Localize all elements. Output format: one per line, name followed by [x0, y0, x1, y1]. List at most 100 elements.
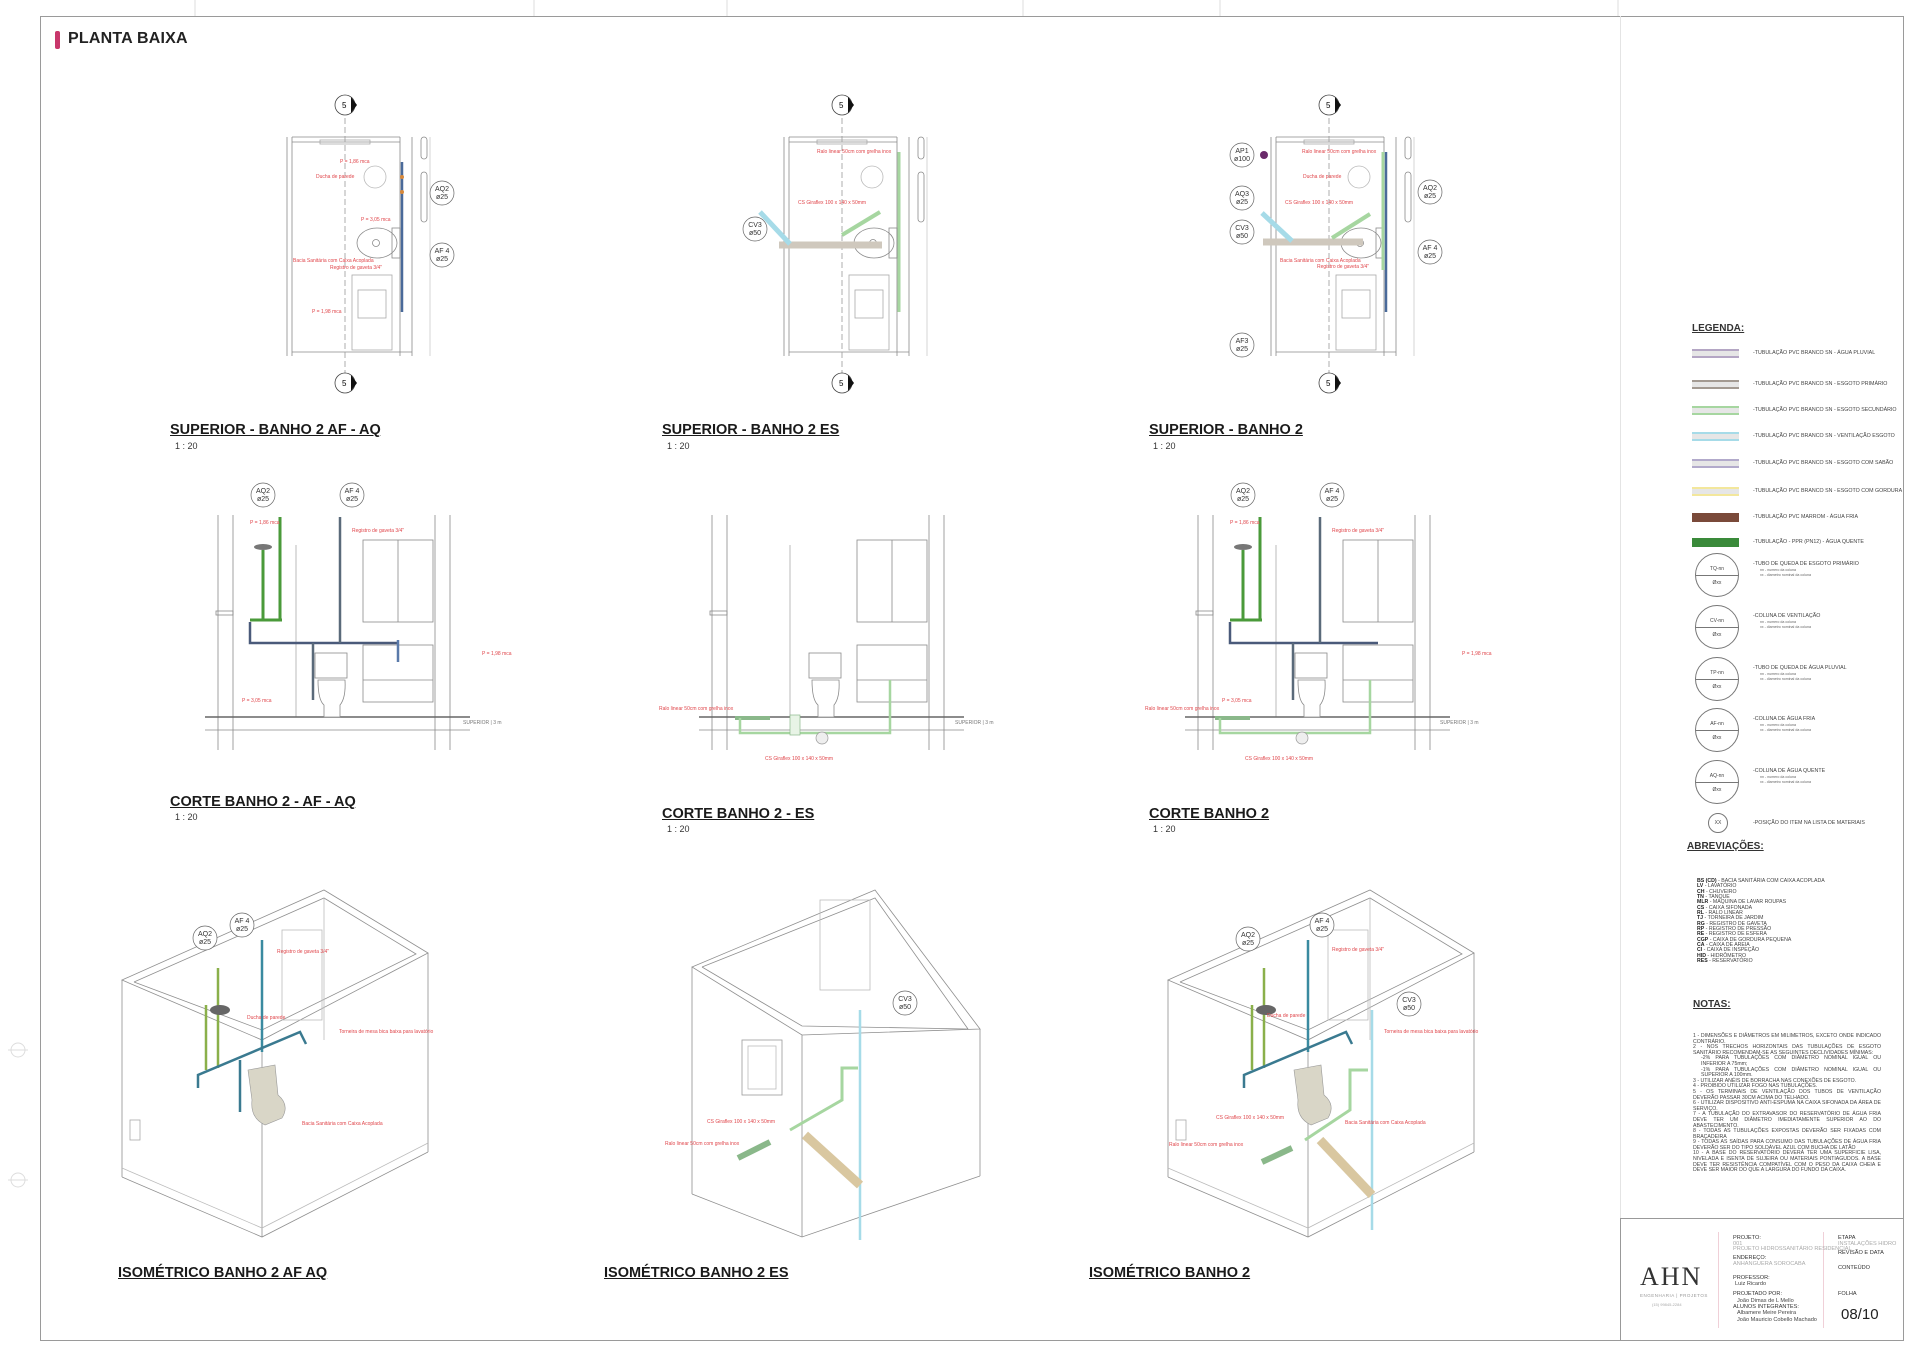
pressure-note: P = 1,86 mca [1230, 520, 1260, 526]
valve-note: Registro de gaveta 3/4" [277, 949, 329, 955]
view-title: ISOMÉTRICO BANHO 2 [1089, 1265, 1251, 1281]
level-label: SUPERIOR | 3 m [463, 720, 502, 726]
view-scale: 1 : 20 [667, 441, 690, 451]
student-name: Albamere Meire Pereira [1737, 1310, 1797, 1316]
symbol-top: AF-nn [1710, 721, 1724, 727]
valve-note: Registro de gaveta 3/4" [330, 265, 382, 271]
svg-text:ø25: ø25 [346, 496, 358, 503]
abbreviation-desc: - CAIXA SIFONADA [1705, 904, 1753, 911]
legend-divider [1620, 16, 1621, 1218]
primary-sewer-pipe [801, 1131, 864, 1189]
symbol-sub-label: nn - numero da coluna [1760, 723, 1796, 727]
abbreviation-code: HID [1697, 952, 1706, 959]
abbreviation-desc: - HIDRÔMETRO [1707, 952, 1747, 959]
pressure-note: P = 3,05 mca [361, 217, 391, 223]
symbol-sub-label: nn - numero da coluna [1760, 620, 1796, 624]
toilet-icon [247, 1064, 286, 1126]
abbreviation-desc: - LAVATÓRIO [1704, 883, 1737, 890]
view-scale: 1 : 20 [1153, 824, 1176, 834]
svg-text:AF 4: AF 4 [1315, 918, 1330, 925]
item-symbol-label: XX [1714, 820, 1722, 826]
abbreviation-item: RG - REGISTRO DE GAVETA [1697, 921, 1825, 927]
legend-label: -TUBULAÇÃO PVC BRANCO SN - ESGOTO COM SA… [1753, 460, 1894, 466]
abbreviation-desc: - REGISTRO DE ESFERA [1705, 931, 1767, 938]
svg-text:ø25: ø25 [1326, 496, 1338, 503]
legend-swatch [1692, 380, 1739, 389]
symbol-top: AQ-nn [1709, 773, 1725, 779]
stage-label: ETAPA [1838, 1235, 1856, 1241]
abbreviation-item: CS - CAIXA SIFONADA [1697, 904, 1825, 911]
symbol-sub-label: xx - diametro nominal da coluna [1760, 676, 1811, 681]
valve-note: Registro de gaveta 3/4" [1317, 264, 1369, 270]
symbol-sub-label: nn - numero da coluna [1760, 568, 1796, 572]
sheet-edge-marks [8, 0, 1619, 1188]
sheet-label: FOLHA [1838, 1291, 1857, 1297]
sheet-frame [40, 16, 1904, 1341]
svg-text:CV3: CV3 [1235, 225, 1249, 232]
svg-text:AF 4: AF 4 [345, 488, 360, 495]
valve-note: Registro de gaveta 3/4" [1332, 947, 1384, 953]
trap-note: CS Giraflex 100 x 140 x 50mm [798, 200, 866, 206]
svg-text:ø100: ø100 [1234, 156, 1250, 163]
pressure-note: P = 3,05 mca [242, 698, 272, 704]
abbreviation-code: MLR [1697, 899, 1709, 906]
view-title: CORTE BANHO 2 - AF - AQ [170, 794, 356, 810]
legend-swatch [1692, 487, 1739, 496]
svg-text:ø25: ø25 [1424, 253, 1436, 260]
legend-label: -TUBULAÇÃO PVC BRANCO SN - VENTILAÇÃO ES… [1753, 433, 1895, 439]
svg-text:AQ2: AQ2 [1236, 488, 1250, 495]
symbol-label: -COLUNA DE VENTILAÇÃO [1753, 613, 1821, 619]
linear-drain-icon [736, 1139, 772, 1161]
svg-text:CV3: CV3 [1402, 997, 1416, 1004]
pressure-note: P = 1,98 mca [482, 651, 512, 657]
professor-label: PROFESSOR: [1733, 1275, 1770, 1281]
svg-text:AF 4: AF 4 [235, 918, 250, 925]
abbreviation-item: CH - CHUVEIRO [1697, 889, 1825, 895]
svg-text:ø25: ø25 [1424, 193, 1436, 200]
abbreviations-title: ABREVIAÇÕES: [1687, 841, 1764, 852]
svg-text:ø25: ø25 [1242, 940, 1254, 947]
company-logo: AHN [1640, 1262, 1703, 1291]
svg-text:CV3: CV3 [748, 222, 762, 229]
svg-text:AQ3: AQ3 [1235, 191, 1249, 198]
abbreviation-code: LV [1697, 883, 1704, 890]
svg-text:AQ2: AQ2 [1241, 932, 1255, 939]
note-item: 3 - UTILIZAR ANÉIS DE BORRACHA NAS CONEX… [1693, 1077, 1857, 1084]
legend-title: LEGENDA: [1692, 323, 1745, 334]
svg-text:ø25: ø25 [436, 256, 448, 263]
abbreviation-item: CI - CAIXA DE INSPEÇÃO [1697, 948, 1825, 953]
fixture-note: Ducha de parede [1267, 1013, 1306, 1019]
abbreviation-item: LV - LAVATÓRIO [1697, 884, 1825, 889]
abbreviation-code: CGP [1697, 936, 1709, 943]
legend-label: -TUBULAÇÃO PVC BRANCO SN - ÁGUA PLUVIAL [1753, 350, 1876, 356]
abbreviation-desc: - RESERVATÓRIO [1709, 958, 1753, 965]
pressure-note: P = 1,86 mca [250, 520, 280, 526]
abbreviation-code: CA [1697, 942, 1705, 949]
view-title: ISOMÉTRICO BANHO 2 AF AQ [118, 1265, 328, 1281]
fixture-note: Bacia Sanitária com Caixa Acoplada [1280, 258, 1361, 264]
abbreviation-item: MLR - MÁQUINA DE LAVAR ROUPAS [1697, 900, 1825, 905]
svg-text:AP1: AP1 [1235, 148, 1248, 155]
view-title: SUPERIOR - BANHO 2 AF - AQ [170, 422, 381, 438]
svg-text:ø50: ø50 [1236, 233, 1248, 240]
sheet-number: 08/10 [1841, 1306, 1879, 1323]
svg-text:AF 4: AF 4 [1325, 488, 1340, 495]
view-title: SUPERIOR - BANHO 2 [1149, 422, 1303, 438]
section-es: Ralo linear 50cm com grelha inox CS Gira… [659, 514, 994, 762]
symbol-bottom: Øxx [1712, 684, 1722, 690]
svg-text:ø50: ø50 [899, 1004, 911, 1011]
abbreviation-code: CS [1697, 904, 1705, 911]
svg-text:AQ2: AQ2 [1423, 185, 1437, 192]
